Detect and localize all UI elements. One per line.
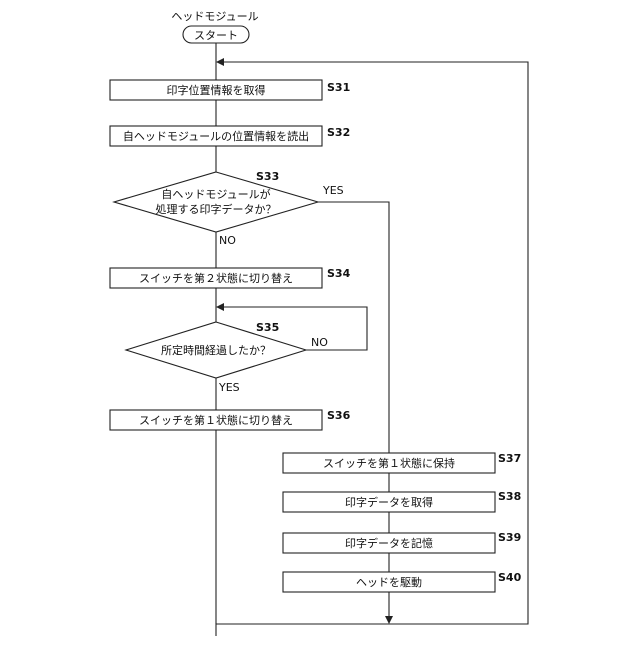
decision-s35-yes: YES [218,381,240,394]
step-s32-label: 自ヘッドモジュールの位置情報を読出 [123,129,309,143]
step-s36-label: スイッチを第１状態に切り替え [139,413,293,427]
decision-s35-no: NO [311,336,328,349]
decision-s35-label: 所定時間経過したか？ [161,343,271,357]
loop-return-arrow [216,58,224,66]
step-s31-label: 印字位置情報を取得 [167,83,266,97]
decision-s35-id: S35 [256,321,279,334]
step-s36-id: S36 [327,409,351,422]
step-s38-id: S38 [498,490,521,503]
step-s31-id: S31 [327,81,350,94]
step-s32-id: S32 [327,126,350,139]
step-s40-label: ヘッドを駆動 [356,575,422,589]
step-s37-id: S37 [498,452,521,465]
decision-s33 [114,172,318,232]
decision-s33-no: NO [219,234,236,247]
decision-s33-yes: YES [322,184,344,197]
step-s37-label: スイッチを第１状態に保持 [323,456,455,470]
step-s34-id: S34 [327,267,351,280]
merge-arrow [385,616,393,624]
step-s38-label: 印字データを取得 [345,495,433,509]
step-s34-label: スイッチを第２状態に切り替え [139,271,293,285]
decision-s33-line1: 自ヘッドモジュールが [161,187,270,201]
step-s39-label: 印字データを記憶 [345,536,433,550]
decision-s33-id: S33 [256,170,279,183]
step-s39-id: S39 [498,531,521,544]
module-title: ヘッドモジュール [171,10,258,23]
loop-s35-arrow [216,303,224,311]
step-s40-id: S40 [498,571,522,584]
decision-s33-line2: 処理する印字データか？ [156,202,277,216]
start-label: スタート [194,29,238,42]
